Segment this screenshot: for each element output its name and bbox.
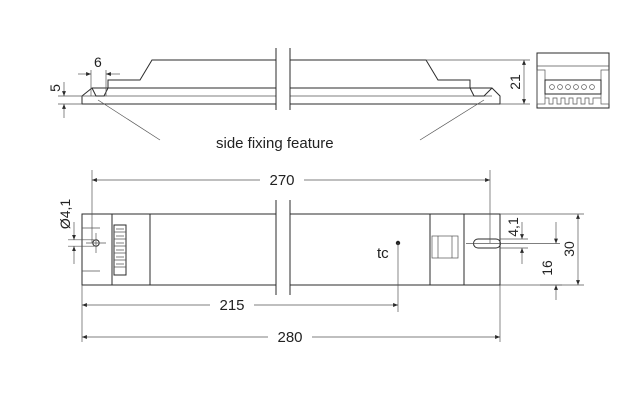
terminal-block	[544, 79, 602, 105]
dim-flange-height: 5	[47, 84, 63, 92]
fixing-slot-right	[473, 238, 501, 249]
side-fixing-right	[469, 87, 493, 97]
dim-slot-width-right: 4,1	[505, 217, 521, 237]
top-housing	[81, 213, 501, 286]
top-view: tc 270 Ø4,1 4,1 16 30 215	[57, 170, 584, 346]
dim-slot-width: 6	[94, 54, 102, 70]
dim-center-offset: 16	[539, 260, 555, 276]
end-view	[536, 52, 610, 109]
dim-fixing-distance: 270	[269, 172, 294, 189]
side-fixing-feature-label: side fixing feature	[216, 135, 334, 152]
dim-length: 280	[277, 329, 302, 346]
dim-height: 21	[507, 74, 523, 90]
dim-hole-diameter: Ø4,1	[57, 199, 73, 230]
side-fixing-left	[91, 87, 109, 97]
tc-label: tc	[377, 245, 389, 262]
side-view: 6 5 21 side fixing feature	[47, 48, 530, 152]
dim-width: 30	[561, 241, 577, 257]
top-terminal-block	[113, 224, 127, 276]
dim-tc-distance: 215	[219, 297, 244, 314]
